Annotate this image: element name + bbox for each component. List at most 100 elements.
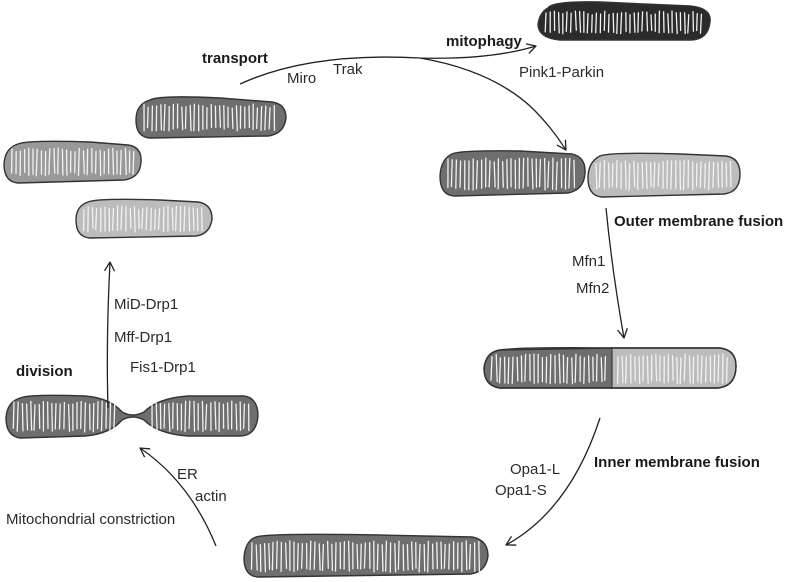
crista (700, 355, 703, 384)
crista (666, 159, 669, 190)
crista (729, 160, 732, 188)
crista (133, 206, 136, 233)
crista (569, 12, 572, 33)
crista (326, 540, 329, 569)
crista (649, 162, 652, 188)
crista (137, 209, 140, 230)
label-miro: Miro (287, 70, 316, 87)
crista (655, 353, 658, 382)
crista (109, 400, 112, 433)
crista (646, 11, 649, 32)
crista (586, 13, 589, 34)
crista (201, 400, 204, 432)
crista (397, 540, 400, 570)
crista (321, 543, 325, 571)
crista (595, 12, 598, 34)
crista (699, 161, 702, 189)
crista (443, 544, 446, 569)
crista (242, 403, 246, 429)
crista (704, 162, 706, 189)
crista (38, 403, 41, 430)
crista (699, 13, 703, 34)
crista (61, 148, 64, 176)
crista (591, 14, 593, 33)
crista (95, 207, 98, 231)
crista (132, 150, 135, 175)
crista (12, 401, 15, 429)
crista (603, 10, 606, 31)
crista (160, 104, 163, 131)
crista (555, 161, 558, 191)
crista (193, 103, 196, 132)
crista (157, 208, 161, 230)
crista (616, 12, 619, 35)
crista (356, 544, 359, 570)
arrow-transport-to-mitophagy (239, 43, 537, 85)
crista (448, 543, 451, 570)
crista (595, 163, 598, 190)
crista (524, 353, 527, 382)
crista (174, 205, 178, 232)
crista (268, 107, 271, 130)
label-mitophagy: mitophagy (446, 33, 522, 50)
crista (574, 353, 577, 383)
crista (495, 353, 498, 383)
crista (113, 401, 116, 432)
crista (406, 543, 409, 571)
crista (600, 357, 603, 383)
crista (192, 207, 195, 231)
crista (300, 542, 304, 569)
crista (611, 163, 614, 188)
crista (583, 357, 586, 384)
crista (506, 159, 509, 190)
crista (418, 543, 421, 573)
crista (385, 540, 388, 572)
crista (436, 541, 438, 570)
crista (347, 540, 350, 572)
arrows-layer (103, 43, 628, 547)
crista (531, 158, 534, 190)
crista (218, 105, 222, 128)
crista (145, 206, 148, 231)
crista (459, 160, 462, 188)
crista (91, 206, 94, 229)
label-pink1-parkin: Pink1-Parkin (519, 64, 604, 81)
crista (318, 543, 321, 571)
crista (331, 543, 334, 572)
mitochondrion-transport (135, 96, 287, 139)
crista (566, 356, 569, 384)
crista (120, 205, 123, 231)
crista (538, 158, 542, 188)
crista (544, 12, 547, 33)
crista (671, 355, 674, 381)
crista (653, 162, 656, 189)
arrow-fused-to-constriction (139, 447, 217, 547)
crista (82, 150, 85, 175)
crista (16, 401, 19, 432)
crista (465, 540, 468, 571)
crista (682, 160, 685, 191)
crista (687, 13, 690, 34)
arrow-transport-to-outer-fusion (419, 57, 567, 151)
crista (633, 12, 636, 33)
crista (112, 147, 115, 176)
crista (410, 541, 414, 571)
crista (296, 542, 299, 571)
crista (607, 162, 610, 189)
crista (67, 403, 71, 432)
crista (620, 12, 623, 35)
crista (488, 160, 491, 188)
mitochondria-layer (3, 1, 741, 578)
crista (284, 542, 288, 570)
crista (650, 14, 653, 31)
crista (146, 106, 149, 129)
crista (721, 353, 724, 384)
crista (214, 401, 217, 430)
crista (507, 357, 510, 385)
crista (683, 12, 686, 35)
crista (51, 402, 53, 432)
crista (25, 403, 29, 431)
crista (154, 209, 157, 231)
crista (621, 355, 624, 384)
